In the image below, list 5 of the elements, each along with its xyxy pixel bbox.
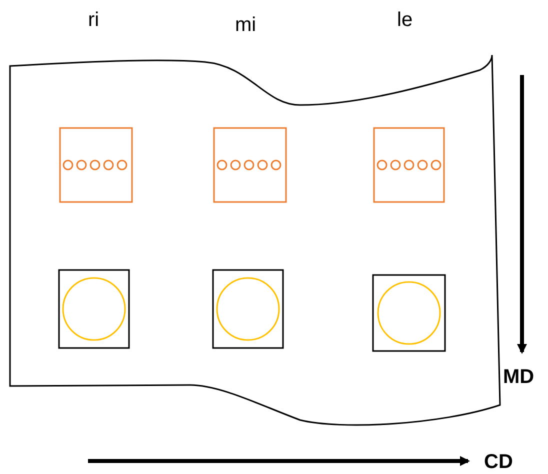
column-label: le (397, 10, 413, 30)
column-label: ri (88, 10, 100, 30)
axis-label: MD (503, 367, 534, 387)
axis-label: CD (484, 452, 513, 472)
column-label: mi (235, 15, 256, 35)
